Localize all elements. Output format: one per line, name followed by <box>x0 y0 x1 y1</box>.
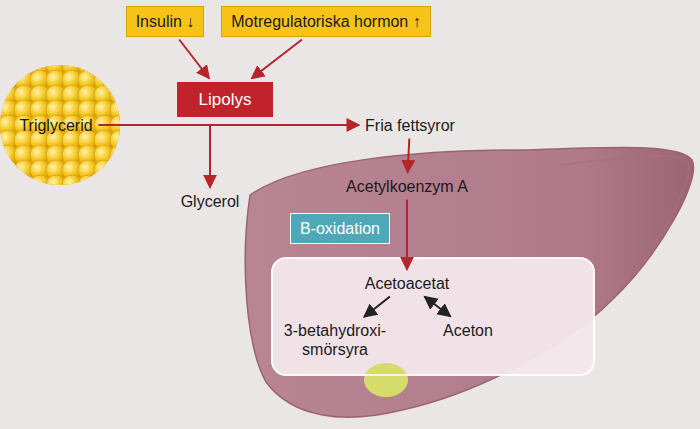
node-text: Triglycerid <box>19 116 92 135</box>
connector-arrow <box>364 297 390 318</box>
hormone-box: Motregulatoriska hormon ↑ <box>221 6 430 37</box>
fat-droplet <box>110 130 130 150</box>
hormone-box: Insulin ↓ <box>126 6 205 37</box>
fat-droplet <box>14 55 34 75</box>
fat-droplet <box>94 55 114 75</box>
fat-droplet <box>94 160 114 180</box>
node-text: 3-betahydroxi- smörsyra <box>274 321 396 359</box>
region-box <box>272 258 594 375</box>
fat-droplet <box>94 175 114 195</box>
node-text: Aceton <box>443 321 493 340</box>
substance-label: Fria fettsyror <box>362 115 458 136</box>
fat-droplet <box>0 175 18 195</box>
fat-droplet <box>78 175 98 195</box>
substance-label: Acetoacetat <box>362 273 453 294</box>
fat-droplet <box>0 70 18 90</box>
fat-droplet <box>0 55 18 75</box>
liver <box>245 147 693 417</box>
fat-droplet <box>110 160 130 180</box>
node-text: B-oxidation <box>300 219 380 238</box>
node-text: Fria fettsyror <box>365 116 455 135</box>
region-outline <box>272 258 594 375</box>
gallbladder <box>364 363 408 397</box>
connector-arrow <box>425 297 451 317</box>
connector-arrow <box>179 40 209 79</box>
fat-droplet <box>110 70 130 90</box>
process-box: B-oxidation <box>290 213 390 244</box>
fat-droplet <box>62 175 82 195</box>
connector-arrow <box>406 200 408 270</box>
substance-label: Acetylkoenzym A <box>343 176 471 197</box>
connector-arrow <box>252 40 302 79</box>
fat-droplet <box>110 85 130 105</box>
connector-arrow <box>408 139 410 173</box>
node-text: Insulin ↓ <box>136 12 195 31</box>
fat-droplet <box>110 55 130 75</box>
node-text: Acetylkoenzym A <box>346 177 468 196</box>
process-box: Lipolys <box>177 82 274 117</box>
fat-droplet <box>110 145 130 165</box>
tissue-label: Triglycerid <box>16 115 95 136</box>
fat-droplet <box>110 100 130 120</box>
fat-droplet <box>30 175 50 195</box>
node-text: Lipolys <box>199 90 252 109</box>
fat-droplet <box>0 160 18 180</box>
node-text: Acetoacetat <box>365 274 450 293</box>
node-text: Motregulatoriska hormon ↑ <box>231 12 420 31</box>
fat-droplet <box>46 175 66 195</box>
node-text: Glycerol <box>181 192 240 211</box>
connector-arrow <box>99 125 210 188</box>
substance-label: 3-betahydroxi- smörsyra <box>271 320 399 360</box>
fat-droplet <box>110 175 130 195</box>
fat-droplet <box>14 175 34 195</box>
substance-label: Aceton <box>440 320 496 341</box>
substance-label: Glycerol <box>178 191 243 212</box>
